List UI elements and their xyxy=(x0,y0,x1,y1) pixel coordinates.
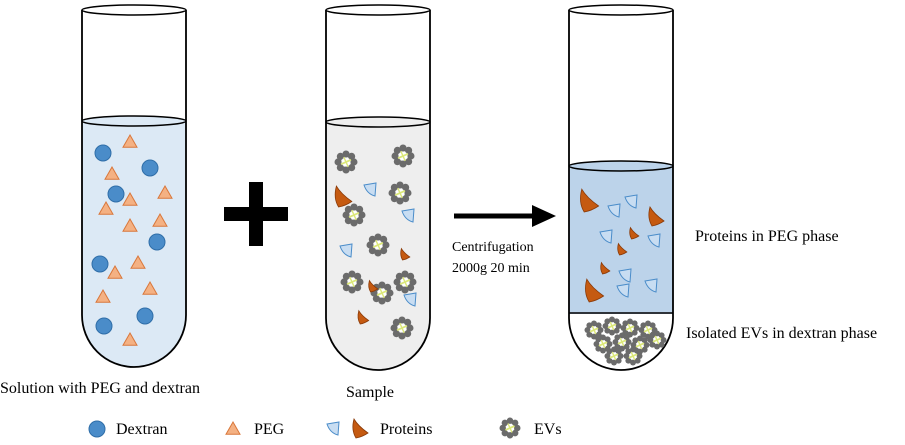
peg-molecule xyxy=(122,133,138,148)
dextran-molecule xyxy=(148,233,166,251)
tube-peg-dextran-solution xyxy=(81,4,187,368)
legend-protein-light-icon xyxy=(326,421,340,436)
peg-phase-surface xyxy=(568,160,674,172)
ev-vesicle xyxy=(342,203,366,227)
dextran-molecule xyxy=(141,159,159,177)
ev-vesicle xyxy=(604,346,624,366)
protein-molecule xyxy=(400,247,411,261)
protein-molecule-light xyxy=(599,229,613,244)
peg-molecule xyxy=(130,254,146,269)
legend-dextran-icon xyxy=(88,420,106,438)
ev-vesicle xyxy=(388,181,412,205)
tube-3-rim xyxy=(568,4,674,16)
protein-molecule-light xyxy=(616,283,630,298)
protein-molecule-light xyxy=(644,278,658,293)
protein-molecule xyxy=(629,226,640,240)
ev-vesicle xyxy=(623,346,643,366)
ev-vesicle xyxy=(602,316,622,336)
protein-molecule xyxy=(585,278,605,303)
protein-molecule xyxy=(368,279,379,293)
legend: Dextran PEG Proteins EVs xyxy=(88,417,562,439)
peg-phase-label: Proteins in PEG phase xyxy=(695,228,839,245)
protein-molecule-light xyxy=(401,208,415,223)
ev-vesicle xyxy=(593,334,613,354)
tube-1-rim xyxy=(81,4,187,16)
protein-molecule xyxy=(600,261,611,275)
sample-surface xyxy=(325,116,431,128)
peg-molecule xyxy=(142,280,158,295)
tube-1-caption: Solution with PEG and dextran xyxy=(0,380,200,397)
peg-molecule xyxy=(122,191,138,206)
ev-vesicle xyxy=(340,270,364,294)
dextran-molecule xyxy=(136,307,154,325)
peg-molecule xyxy=(157,184,173,199)
dextran-molecule xyxy=(94,144,112,162)
dextran-phase-label: Isolated EVs in dextran phase xyxy=(686,325,877,342)
protein-molecule xyxy=(648,205,665,227)
peg-molecule xyxy=(107,264,123,279)
tube-sample xyxy=(325,4,431,371)
ev-vesicle xyxy=(390,316,414,340)
ev-vesicle xyxy=(370,281,394,305)
protein-molecule-light xyxy=(607,203,621,218)
ev-vesicle xyxy=(334,150,358,174)
dextran-molecule xyxy=(107,185,125,203)
peg-molecule xyxy=(152,212,168,227)
ev-vesicle xyxy=(612,332,632,352)
ev-vesicle xyxy=(393,270,417,294)
centrifugation-params: 2000g 20 min xyxy=(452,261,530,276)
protein-molecule-light xyxy=(647,233,661,248)
plus-sign xyxy=(224,182,288,246)
legend-peg-label: PEG xyxy=(254,421,285,438)
ev-vesicle xyxy=(620,318,640,338)
tube-1-outline xyxy=(81,10,187,368)
legend-dextran-label: Dextran xyxy=(116,421,168,438)
legend-protein-icon xyxy=(352,417,369,439)
peg-molecule xyxy=(122,217,138,232)
protein-molecule-light xyxy=(624,194,638,209)
legend-ev-icon xyxy=(499,417,521,439)
ev-vesicle xyxy=(647,330,667,350)
protein-molecule-light xyxy=(339,243,353,258)
protein-molecule-light xyxy=(363,182,377,197)
ev-vesicle xyxy=(391,144,415,168)
peg-molecule xyxy=(95,288,111,303)
protein-molecule xyxy=(617,242,628,256)
ev-vesicle xyxy=(638,320,658,340)
tube-3-outline xyxy=(568,10,674,371)
ev-vesicle xyxy=(366,233,390,257)
legend-evs-label: EVs xyxy=(534,421,562,438)
dextran-molecule xyxy=(95,317,113,335)
peg-molecule xyxy=(98,200,114,215)
legend-peg-icon xyxy=(225,420,241,435)
legend-proteins-label: Proteins xyxy=(380,421,432,438)
peg-molecule xyxy=(104,165,120,180)
tube-2-outline xyxy=(325,10,431,371)
dextran-molecule xyxy=(91,255,109,273)
protein-molecule-light xyxy=(618,268,632,283)
ev-vesicle xyxy=(584,320,604,340)
protein-molecule xyxy=(357,309,370,325)
tube-2-rim xyxy=(325,4,431,16)
centrifugation-arrow xyxy=(454,205,556,227)
protein-molecule-light xyxy=(403,292,417,307)
solution-surface xyxy=(81,115,187,127)
tube-2-caption: Sample xyxy=(346,384,394,401)
protein-molecule xyxy=(334,185,353,208)
protein-molecule xyxy=(580,188,600,213)
tube-separated-phases xyxy=(568,4,674,371)
peg-molecule xyxy=(122,331,138,346)
centrifugation-label: Centrifugation xyxy=(452,240,534,255)
